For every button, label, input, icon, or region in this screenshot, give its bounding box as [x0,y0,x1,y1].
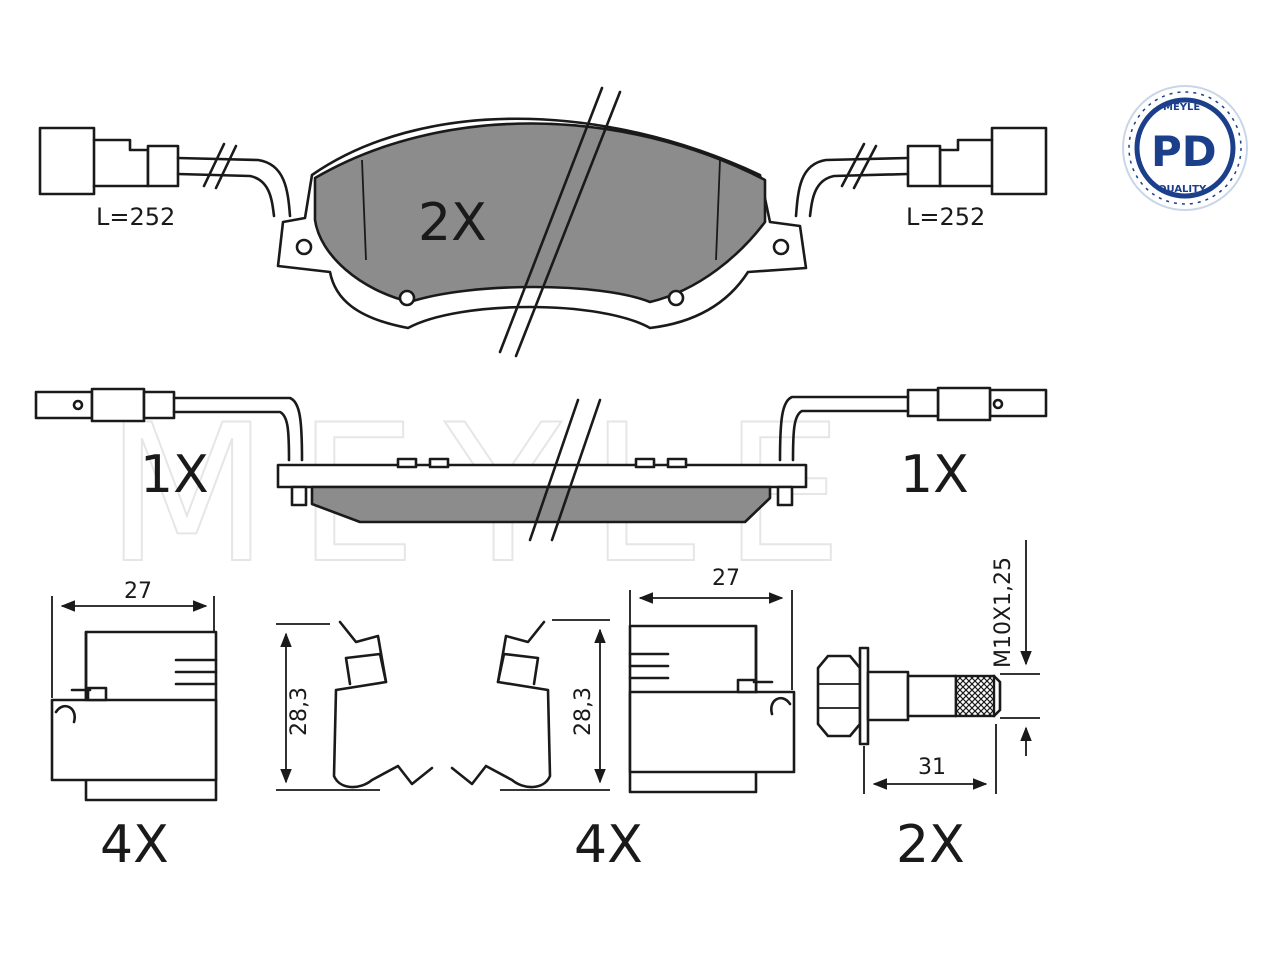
clip-right: 27 [628,566,796,794]
bolt-length: 31 [918,755,946,780]
wear-sensor-left-side [34,387,304,462]
friction-pad-top [313,122,767,304]
meyle-pd-quality-badge: MEYLE PD QUALITY [1122,85,1248,211]
spring-pair: 28,3 28,3 [276,619,610,791]
wire-left-length: L=252 [96,203,175,231]
side-view-quantity-left: 1X [140,445,209,505]
clip-right-quantity: 4X [574,815,643,875]
guide-bolt: M10X1,25 31 [816,540,1040,794]
clip-left: 27 [50,579,218,802]
side-view-quantity-right: 1X [900,445,969,505]
badge-code: PD [1151,127,1217,176]
top-view-brake-pad: 2X [276,86,808,358]
spring-left-height: 28,3 [287,687,312,736]
wear-sensor-right-top: L=252 [794,126,1048,231]
clip-left-quantity: 4X [100,815,169,875]
wear-sensor-left-top: L=252 [38,126,292,231]
badge-brand: MEYLE [1163,102,1200,113]
clip-left-width: 27 [124,579,152,604]
clip-right-width: 27 [712,566,740,591]
bolt-thread-size: M10X1,25 [991,557,1016,668]
badge-tag: QUALITY [1158,184,1207,195]
side-view-brake-pad [276,398,808,542]
backing-plate-side [276,463,808,489]
wire-right-length: L=252 [906,203,985,231]
wear-sensor-right-side [778,386,1048,462]
bolt-quantity: 2X [896,815,965,875]
spring-right-height: 28,3 [571,687,596,736]
top-view-quantity: 2X [418,193,487,253]
